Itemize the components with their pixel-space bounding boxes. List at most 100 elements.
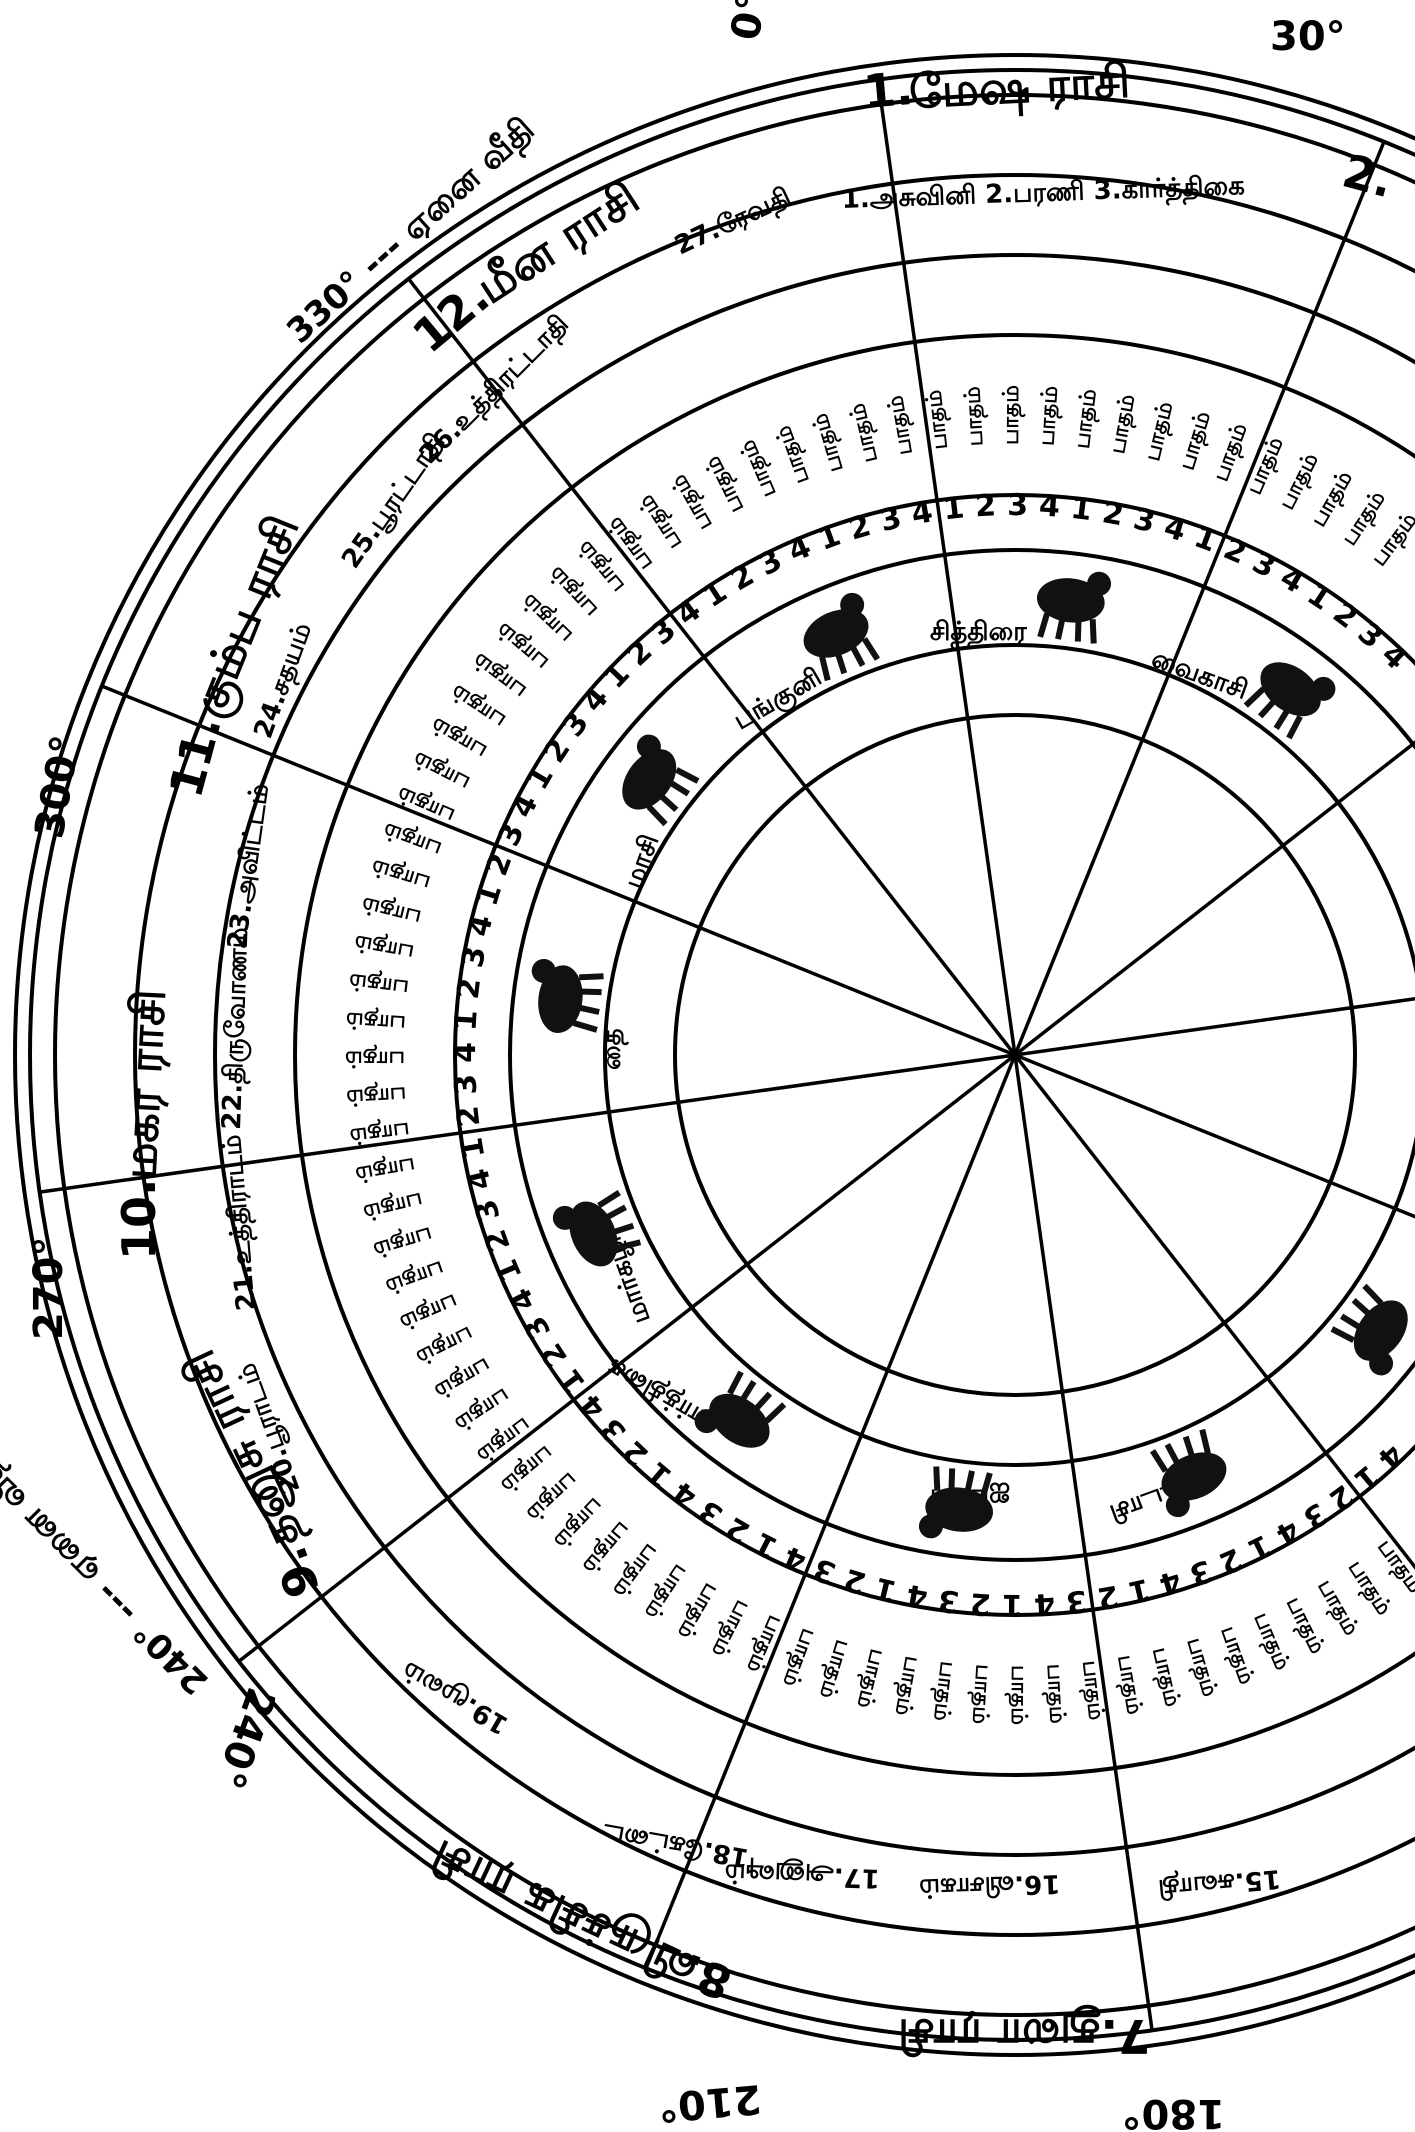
padam-number: 2 — [1322, 1477, 1360, 1518]
padam-word: பாதம் — [999, 385, 1026, 445]
padam-number: 3 — [936, 1582, 961, 1619]
svg-text:11.: 11. — [158, 710, 231, 803]
padam-number: 2 — [1326, 596, 1364, 637]
star-thiruvonam: 22.திருவோணம் — [217, 927, 256, 1130]
padam-number: 3 — [448, 1073, 484, 1096]
padam-number: 4 — [666, 1474, 704, 1515]
padam-number: 4 — [1274, 560, 1310, 601]
padam-word: பாதம் — [921, 388, 955, 451]
padam-number: 4 — [572, 1387, 612, 1425]
svg-text:மகர ராசி: மகர ராசி — [112, 988, 176, 1181]
spoke-5 — [1015, 1055, 1415, 1831]
svg-text:7.: 7. — [1101, 2009, 1150, 2063]
leo-symbol-icon — [1326, 1279, 1415, 1380]
padam-word: பாதம் — [1140, 399, 1180, 464]
padam-word: பாதம் — [808, 410, 851, 475]
padam-number: 3 — [517, 1310, 558, 1345]
padam-number: 2 — [974, 488, 997, 524]
padam-word: பாதம் — [812, 1636, 855, 1701]
padam-number: 2 — [720, 1509, 756, 1550]
star-group-mesha: 1.அசுவினி 2.பரணி 3.கார்த்திகை — [841, 171, 1246, 217]
padam-number: 3 — [754, 542, 788, 583]
padam-word: பாதம் — [771, 422, 817, 488]
degree-label-270: 270° — [26, 1237, 72, 1341]
padam-number: 2 — [620, 634, 659, 674]
star-avittam: 23.அவிட்டம் — [222, 782, 275, 951]
padam-word: பாதம் — [345, 1044, 405, 1071]
star-revathi: 27.ரேவதி — [670, 182, 796, 263]
padam-word: பாதம் — [359, 890, 424, 930]
padam-ring: 1 பாதம் 2 பாதம் 3 பாதம் 4 பாதம் 1 பாதம் 2 பாதம் 3 பாத… — [345, 385, 1415, 1725]
padam-number: 4 — [502, 1282, 543, 1316]
padam-number: 4 — [1371, 1437, 1410, 1477]
padam-number: 1 — [641, 1454, 680, 1494]
padam-number: 1 — [697, 574, 734, 615]
padam-number: 3 — [1297, 1495, 1334, 1536]
padam-number: 1 — [1242, 1527, 1276, 1568]
padam-number: 2 — [534, 1337, 575, 1374]
degree-label-300: 300° — [27, 732, 90, 842]
padam-word: பாதம் — [1004, 1665, 1031, 1725]
padam-number: 1 — [749, 1525, 783, 1566]
padam-number: 1 — [597, 656, 637, 695]
padam-number: 1 — [1301, 577, 1338, 618]
padam-number: 3 — [556, 706, 597, 744]
padam-word: பாதம் — [1105, 392, 1142, 456]
rasi-thula: 7. துலா ராசி — [898, 2005, 1150, 2063]
padam-number: 4 — [1033, 1586, 1056, 1622]
month-chithirai: சித்திரை — [930, 617, 1027, 649]
padam-number: 2 — [537, 733, 578, 770]
padam-word: பாதம் — [1110, 1653, 1147, 1717]
month-vaikasi: வைகாசி — [1148, 643, 1252, 705]
padam-word: பாதம் — [382, 1253, 448, 1299]
star-visakam: 16.விசாகம் — [919, 1868, 1061, 1903]
svg-text:மேஷ ராசி: மேஷ ராசி — [908, 53, 1132, 121]
padam-number: 4 — [670, 592, 708, 633]
rasi-mesha: 1. மேஷ ராசி — [861, 53, 1131, 121]
star-anusham: 17.அனுஷம் — [724, 1856, 880, 1893]
padam-number: 1 — [1002, 1587, 1023, 1622]
svg-text:துலா ராசி: துலா ராசி — [898, 2005, 1101, 2063]
degree-label-210: 210° — [656, 2075, 763, 2130]
padam-number: 2 — [616, 1433, 655, 1473]
degree-label-0: 0° — [723, 0, 777, 44]
padam-word: பாதம் — [883, 393, 920, 457]
padam-number: 1 — [448, 1009, 484, 1032]
padam-number: 3 — [594, 1411, 634, 1450]
libra-symbol-icon — [918, 1465, 998, 1545]
capricorn-symbol-icon — [525, 958, 605, 1038]
degree-label-30: 30° — [1270, 14, 1346, 60]
padam-number: 1 — [941, 490, 966, 527]
padam-number: 1 — [1347, 1457, 1385, 1497]
padam-word: பாதம் — [345, 1005, 406, 1036]
padam-word: பாதம் — [1180, 1635, 1223, 1700]
padam-number: 3 — [693, 1492, 730, 1533]
padam-word: பாதம் — [1070, 388, 1104, 451]
padam-word: பாதம் — [888, 1654, 925, 1718]
padam-number: 3 — [645, 612, 683, 652]
month-masi: மாசி — [618, 831, 665, 893]
padam-word: பாதம் — [361, 1185, 425, 1225]
padam-word: பாதம் — [1145, 1645, 1185, 1709]
padam-number: 1 — [552, 1362, 593, 1400]
padam-word: பாதம் — [346, 1080, 407, 1110]
padam-word: பாதம் — [850, 1646, 890, 1711]
degree-label-240: 240° — [205, 1682, 284, 1795]
padam-word: பாதம் — [353, 1150, 417, 1187]
padam-number: 4 — [1038, 488, 1061, 524]
padam-number: 2 — [725, 557, 760, 598]
padam-word: பாதம் — [348, 1115, 411, 1149]
padam-number: 1 — [520, 760, 561, 796]
padam-number: 4 — [576, 681, 616, 720]
padam-number: 3 — [1064, 1583, 1089, 1620]
padam-word: பாதம் — [1213, 1623, 1259, 1689]
padam-word: பாதம் — [352, 928, 416, 965]
aries-symbol-icon — [1032, 565, 1112, 645]
padam-number: 1 — [1069, 491, 1094, 528]
padam-word: பாதம் — [1040, 1663, 1070, 1724]
month-thai: தை — [597, 1028, 629, 1070]
padam-word: பாதம் — [845, 401, 885, 465]
padam-number: 4 — [1374, 637, 1413, 677]
padam-number: 2 — [451, 976, 488, 1001]
